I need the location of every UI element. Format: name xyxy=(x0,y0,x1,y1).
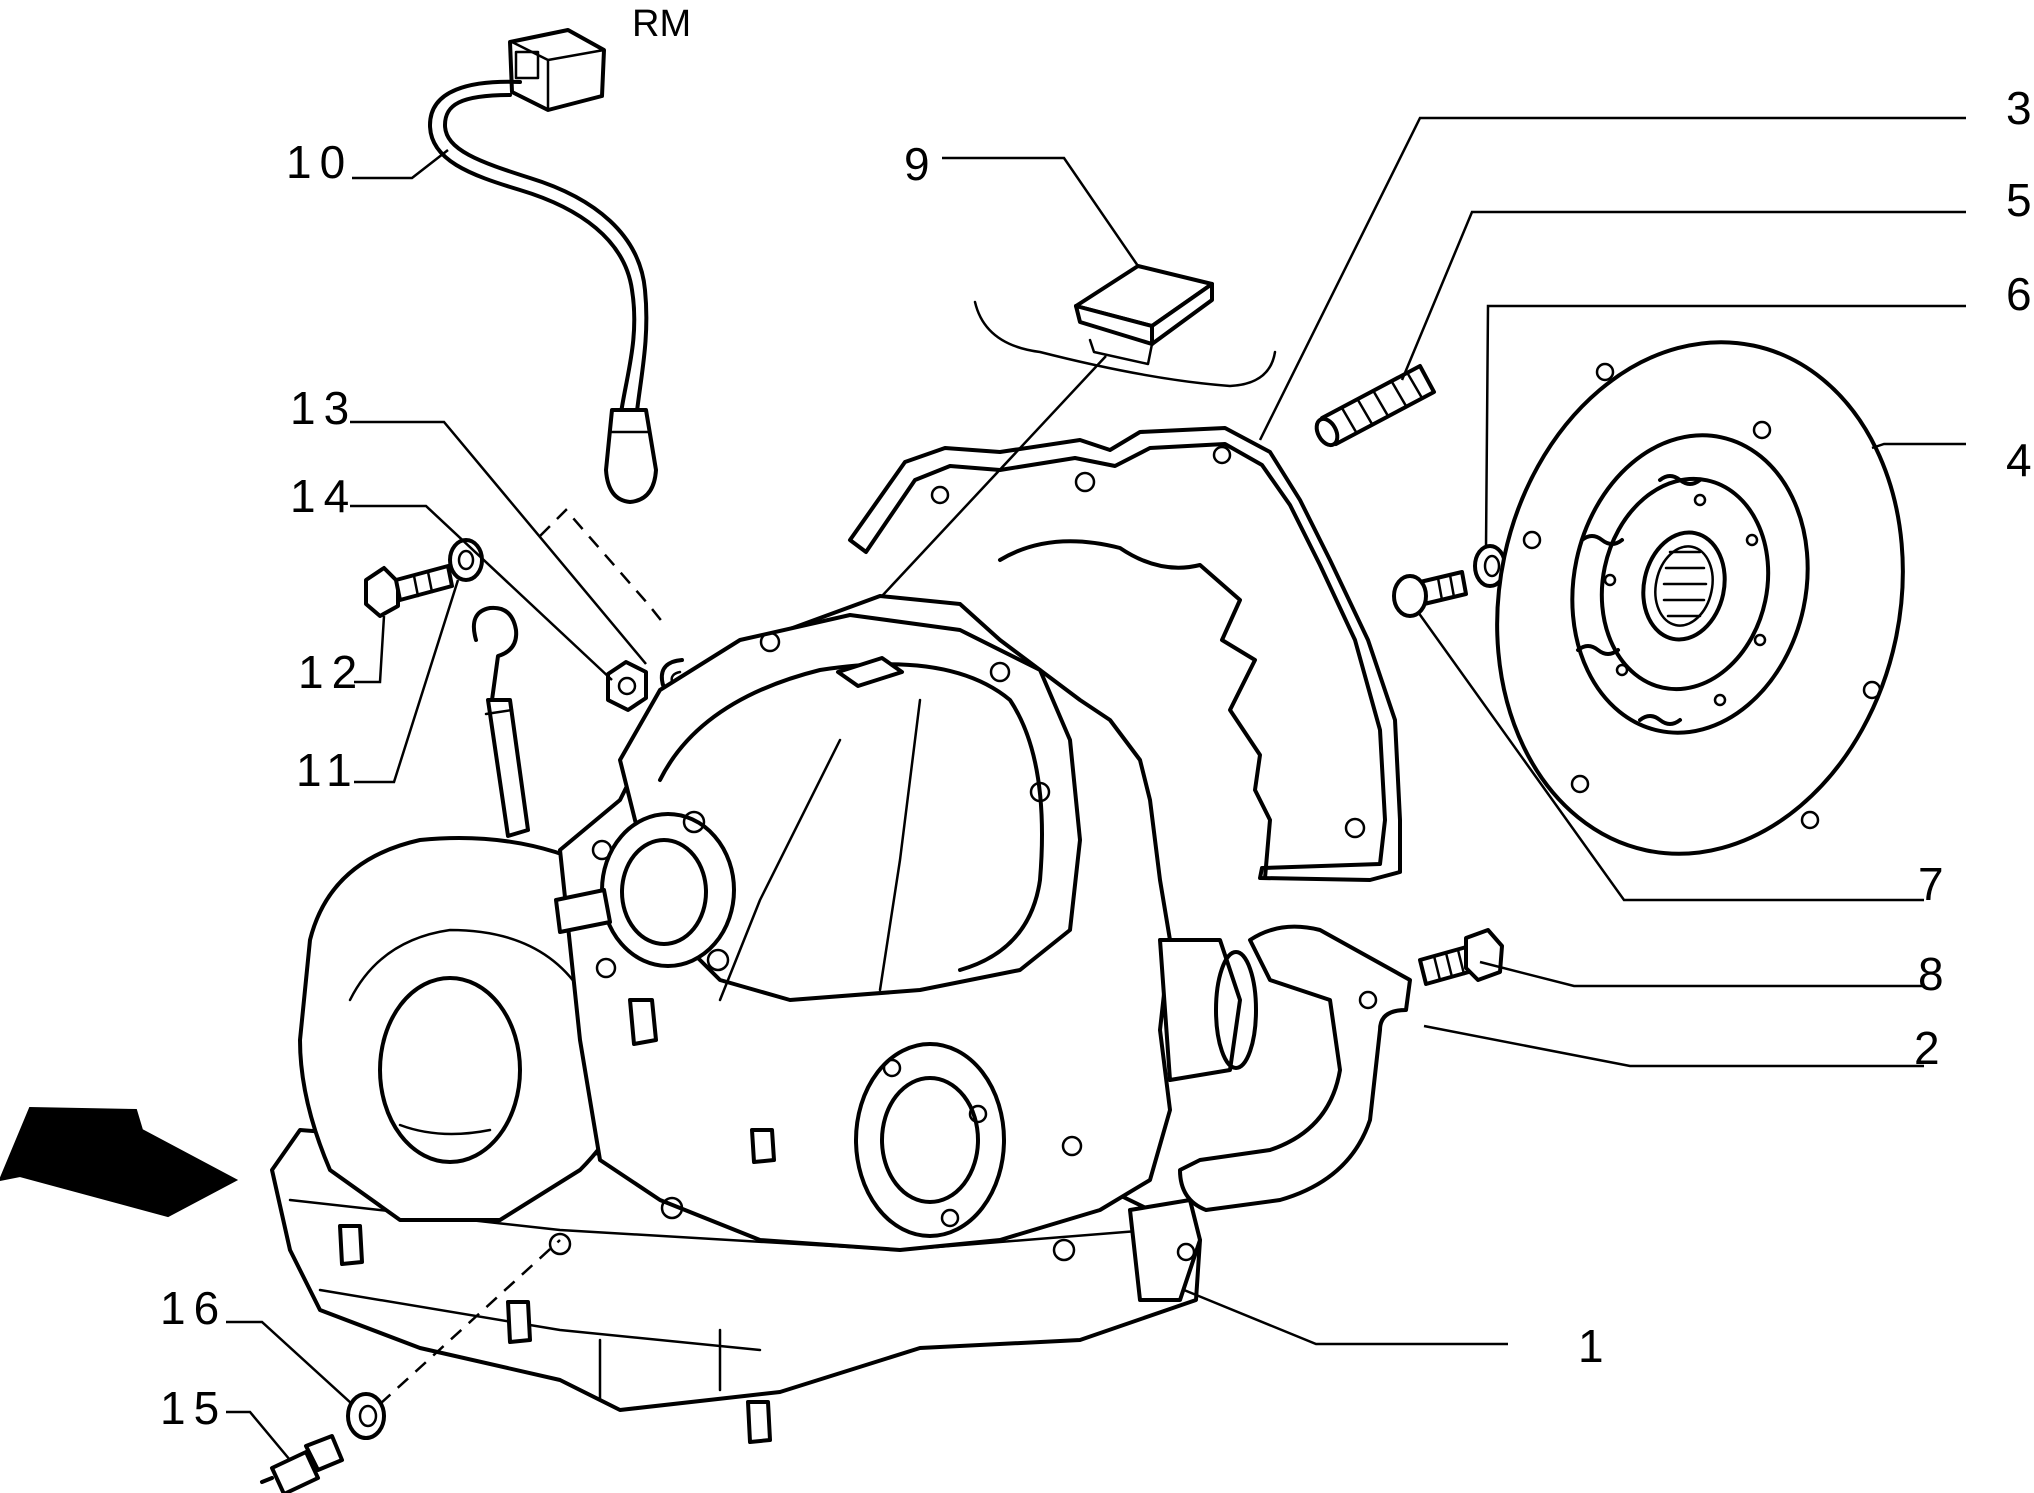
callout-1: 1 xyxy=(1578,1320,1604,1372)
callout-9: 9 xyxy=(904,138,930,190)
callout-16: 16 xyxy=(160,1282,227,1334)
part-3-housing-gasket xyxy=(848,426,1402,882)
part-8-bolt xyxy=(1418,928,1504,986)
leader-lines xyxy=(226,116,1966,1461)
part-9-cover-plug xyxy=(973,264,1277,388)
callout-11: 11 xyxy=(296,744,360,796)
part-2-side-cover xyxy=(1178,924,1412,1212)
callout-6: 6 xyxy=(2006,268,2032,320)
dashed-line-13 xyxy=(539,508,665,625)
callout-10: 10 xyxy=(286,136,353,188)
part-16-washer xyxy=(346,1392,386,1440)
callout-numbers: 1 2 3 4 5 6 7 8 9 10 11 12 13 14 15 16 xyxy=(160,82,2032,1434)
part-11-washer xyxy=(448,538,484,582)
part-7-bolt xyxy=(1392,570,1468,618)
callout-3: 3 xyxy=(2006,82,2032,134)
callout-2: 2 xyxy=(1914,1022,1940,1074)
callout-13: 13 xyxy=(290,382,357,434)
direction-arrow-icon xyxy=(0,1106,239,1218)
callout-12: 12 xyxy=(298,646,365,698)
callout-7: 7 xyxy=(1918,858,1944,910)
corner-mark: RM xyxy=(632,3,691,45)
part-5-stud-bolt xyxy=(1314,364,1436,448)
dipstick xyxy=(471,605,530,838)
part-12-bolt xyxy=(364,564,454,618)
part-14-nut xyxy=(606,660,648,712)
callout-15: 15 xyxy=(160,1382,227,1434)
part-15-sensor xyxy=(260,1434,344,1493)
part-4-flex-disc xyxy=(1495,340,1905,856)
callout-8: 8 xyxy=(1918,948,1944,1000)
part-10-wiring-harness xyxy=(428,28,658,504)
part-1-transaxle-housing xyxy=(270,594,1258,1444)
callout-4: 4 xyxy=(2006,434,2032,486)
callout-5: 5 xyxy=(2006,174,2032,226)
dashed-line-15 xyxy=(379,1239,561,1405)
callout-14: 14 xyxy=(290,470,357,522)
